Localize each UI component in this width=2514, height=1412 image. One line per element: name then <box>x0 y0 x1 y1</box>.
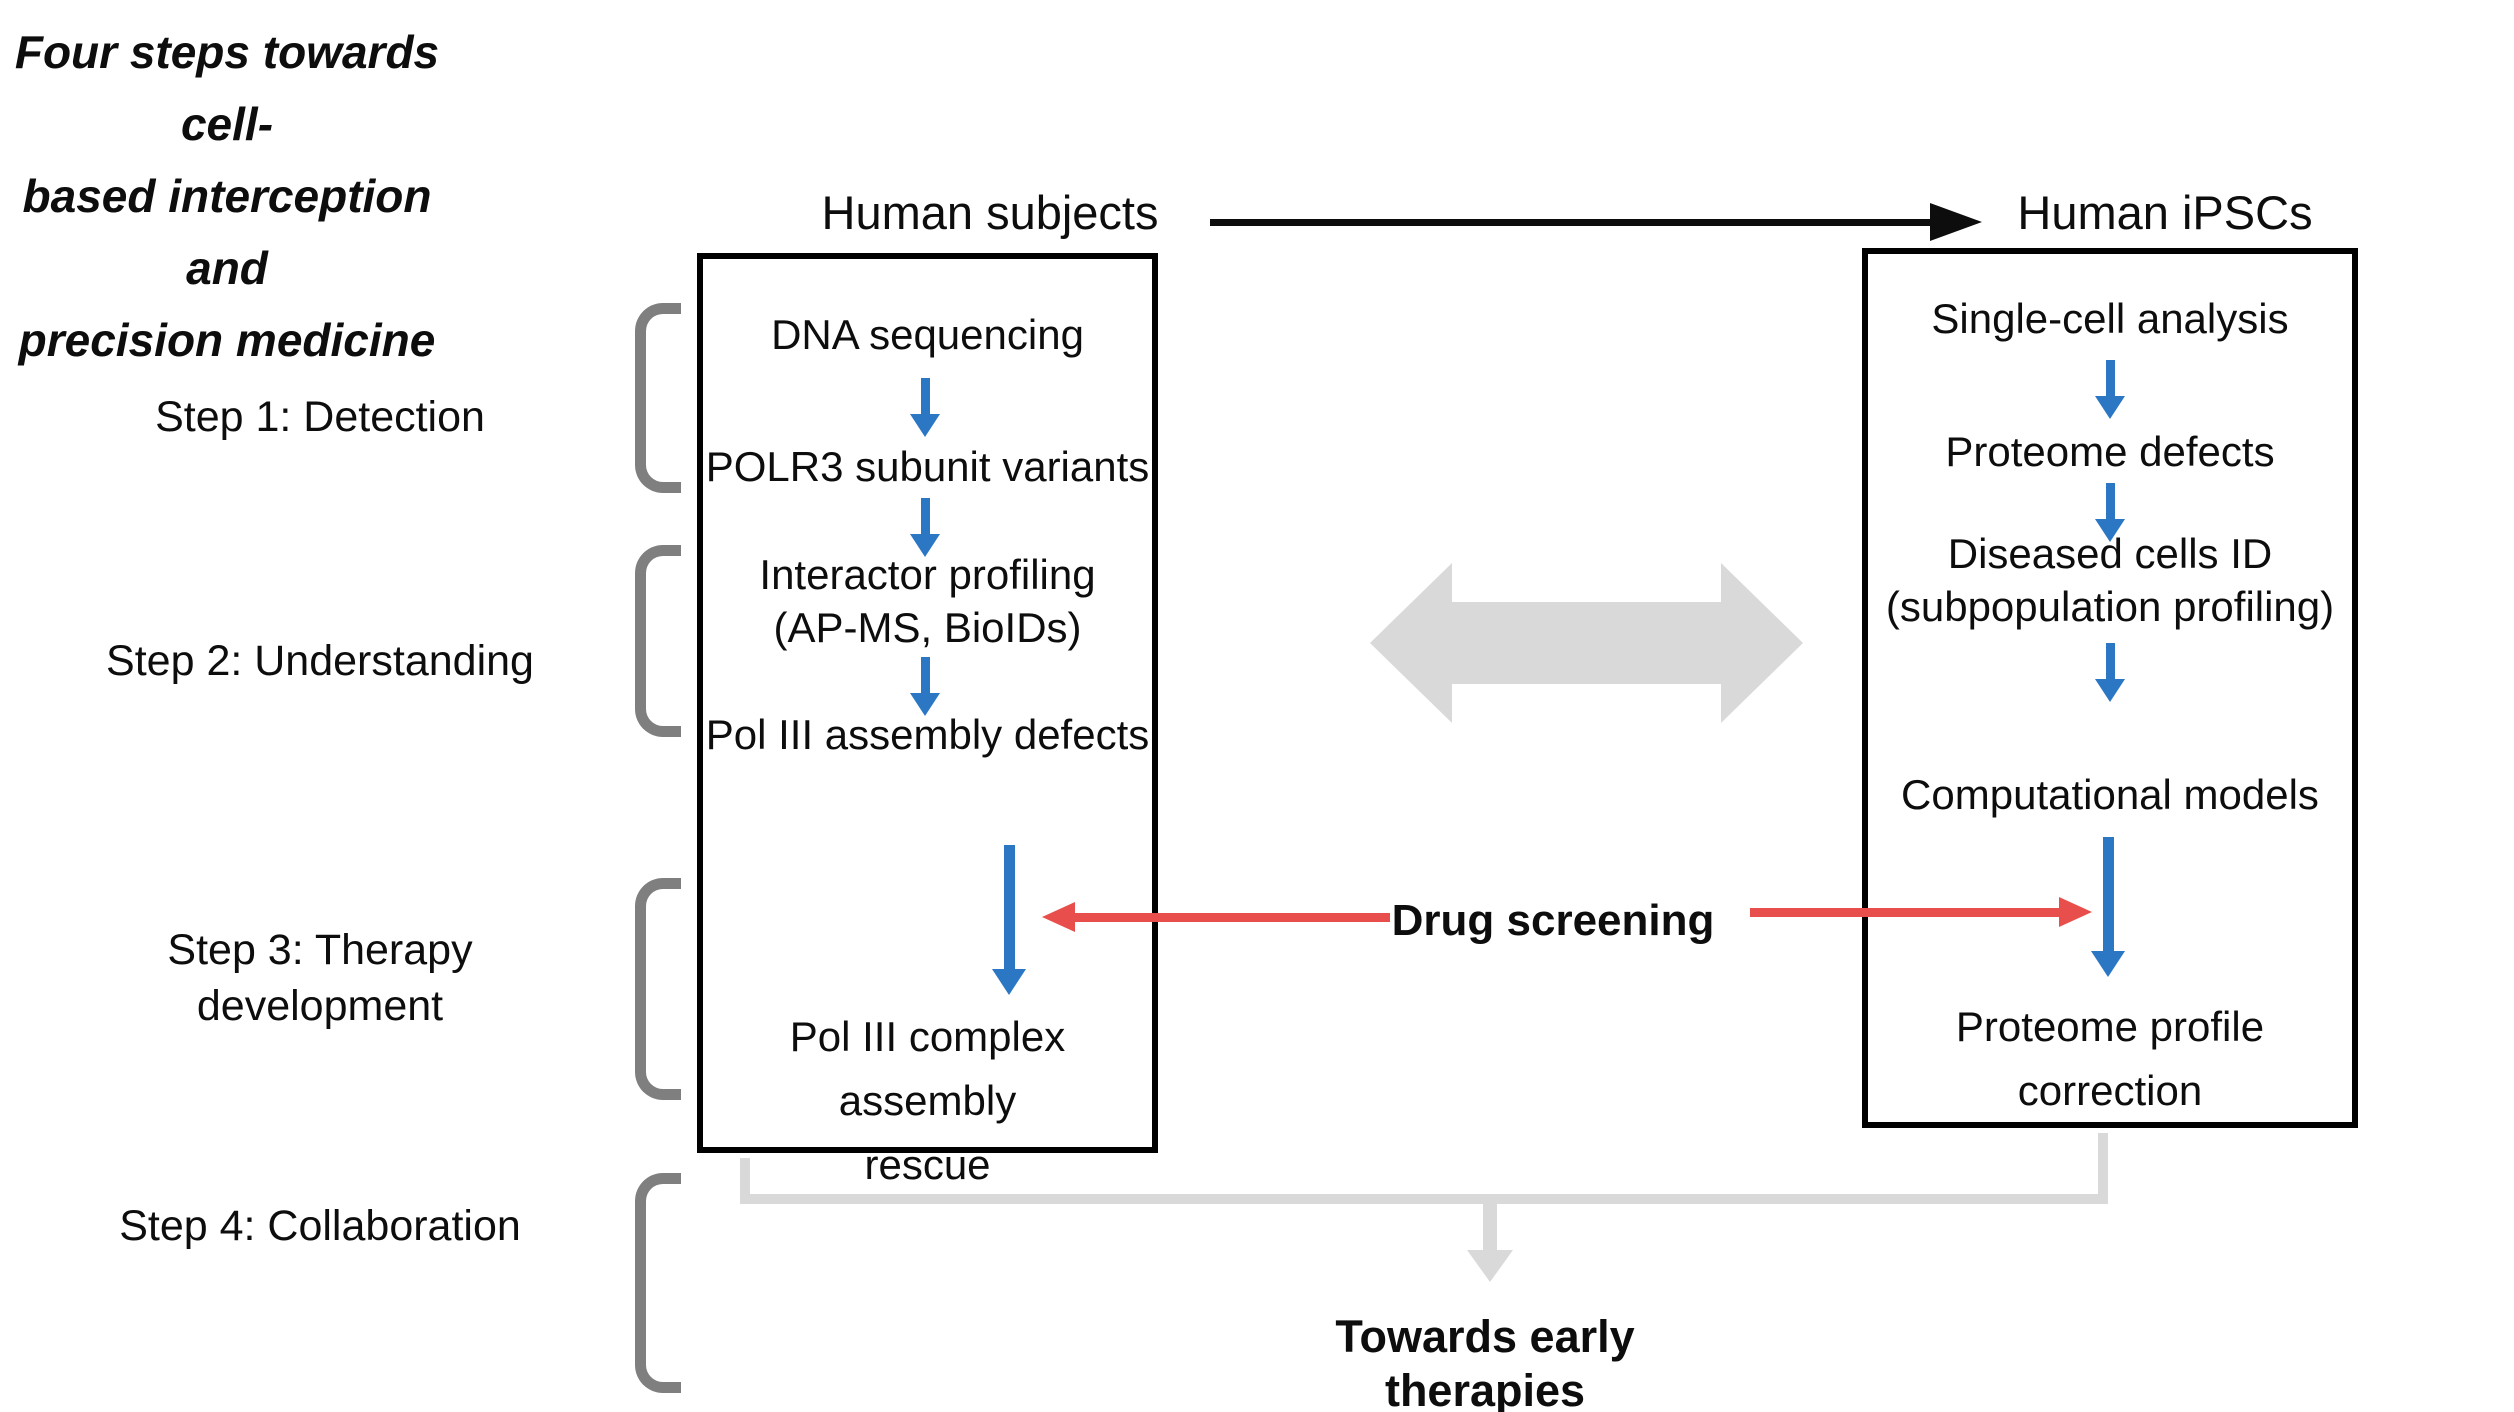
drug-screening-label: Drug screening <box>1391 896 1715 945</box>
step-3-bracket-icon <box>635 878 681 1100</box>
step-1-label: Step 1: Detection <box>155 393 485 441</box>
blue-long-down-arrow-icon <box>2091 837 2125 977</box>
right-box-item: Computational models <box>1901 771 2319 818</box>
red-left-arrow-icon <box>1042 902 1390 933</box>
blue-down-arrow-icon <box>910 498 940 557</box>
right-box-item: Diseased cells ID (subpopulation profili… <box>1885 530 2335 630</box>
blue-down-arrow-icon <box>2095 643 2125 702</box>
step-2-bracket-icon <box>635 545 681 737</box>
right-box-item: Single-cell analysis <box>1931 295 2289 342</box>
human-subjects-header: Human subjects <box>821 186 1159 239</box>
left-box-item: Pol III assembly defects <box>705 711 1150 758</box>
gray-double-arrow-icon <box>1370 563 1803 723</box>
right-box-item: Proteome defects <box>1945 428 2275 475</box>
step-1-bracket-icon <box>635 303 681 493</box>
red-right-arrow-icon <box>1750 897 2092 928</box>
towards-early-therapies-label: Towards early therapies <box>1335 1311 1635 1412</box>
left-box-item: POLR3 subunit variants <box>705 443 1150 490</box>
blue-long-down-arrow-icon <box>992 845 1026 995</box>
human-ipscs-header: Human iPSCs <box>2017 186 2313 239</box>
diagram-title: Four steps towards cell- based intercept… <box>14 26 440 366</box>
right-box-item: Proteome profile correction <box>1955 1003 2265 1114</box>
left-box-item: Interactor profiling (AP-MS, BioIDs) <box>759 551 1096 651</box>
human-ipscs-box: Single-cell analysis Proteome defects Di… <box>1862 248 2358 1128</box>
step-4-bracket-icon <box>635 1173 681 1393</box>
step-3-label: Step 3: Therapy development <box>167 926 473 1030</box>
blue-down-arrow-icon <box>2095 483 2125 542</box>
blue-down-arrow-icon <box>910 378 940 437</box>
human-subjects-box: DNA sequencing POLR3 subunit variants In… <box>697 253 1158 1188</box>
left-box-item: DNA sequencing <box>771 311 1084 358</box>
step-4-label: Step 4: Collaboration <box>119 1202 521 1250</box>
blue-down-arrow-icon <box>2095 360 2125 419</box>
left-box-item: Pol III complex assembly rescue <box>789 1013 1066 1188</box>
blue-down-arrow-icon <box>910 657 940 716</box>
step-2-label: Step 2: Understanding <box>106 637 534 685</box>
